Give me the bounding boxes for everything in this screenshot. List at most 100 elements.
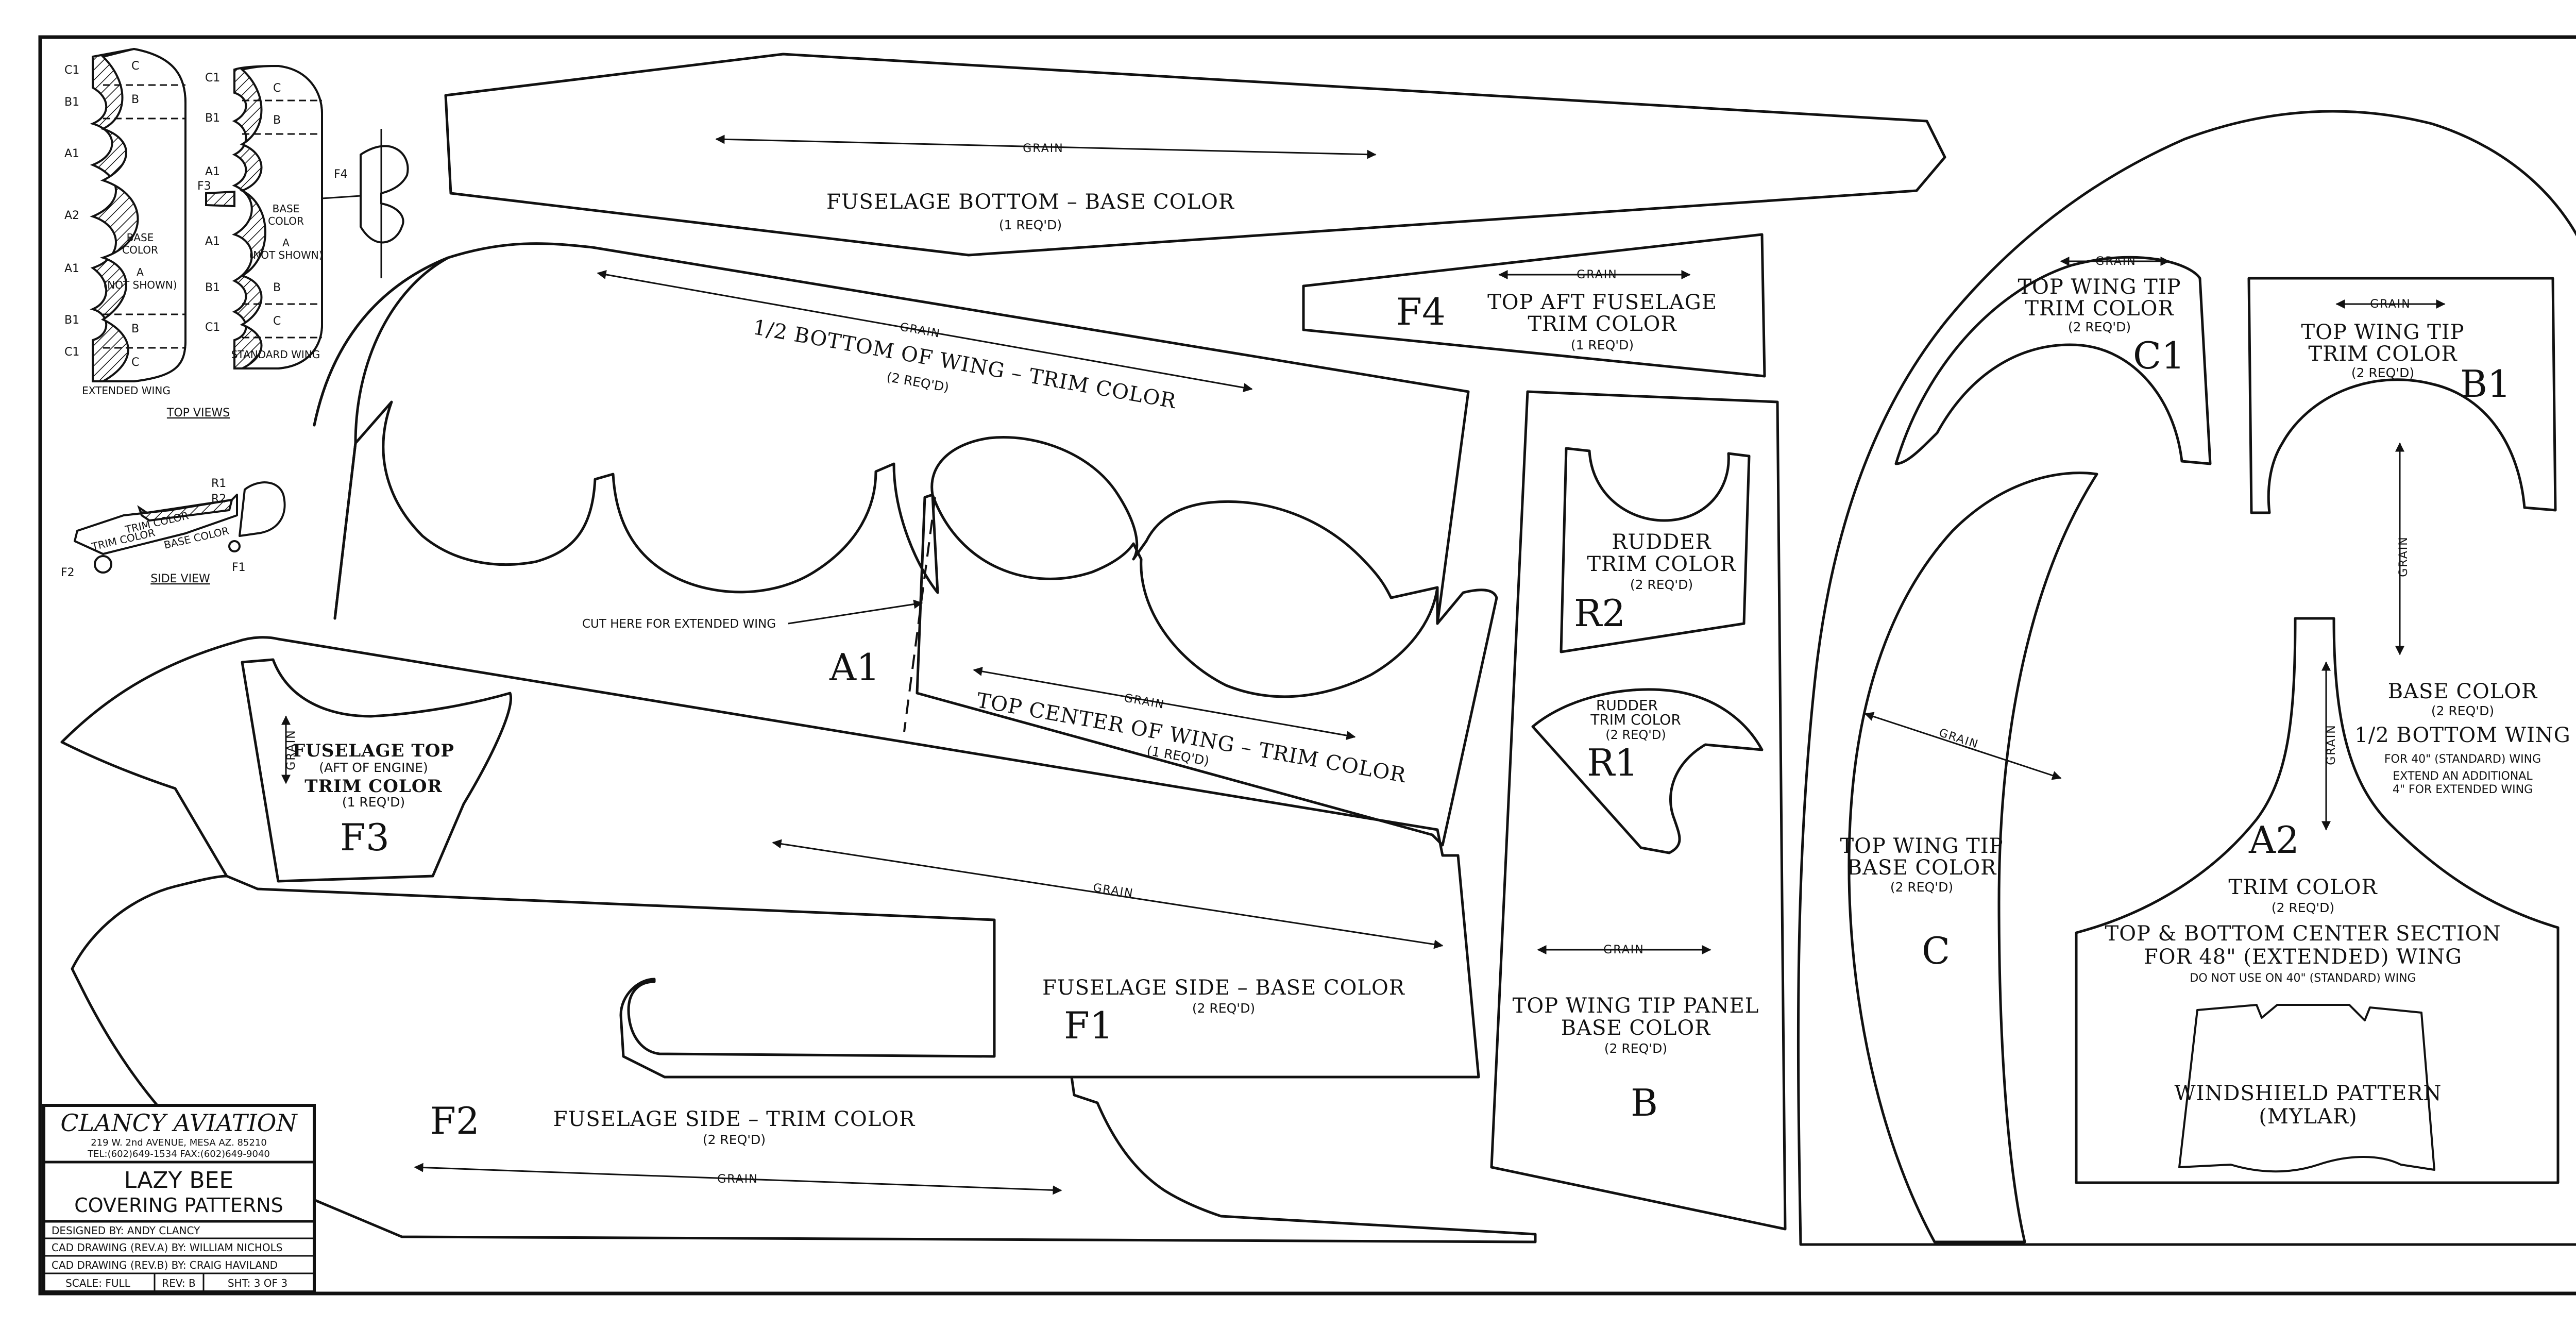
a2-grain-side: GRAIN <box>2397 536 2410 577</box>
std-label-c1-top: C1 <box>205 72 220 85</box>
b1-letter: B1 <box>2460 362 2511 406</box>
tb-company: CLANCY AVIATION <box>60 1109 298 1137</box>
std-inner-c-top: C <box>273 82 281 95</box>
ext-label-c1-top: C1 <box>64 64 79 77</box>
tb-rev: REV: B <box>162 1277 195 1289</box>
side-label-f1: F1 <box>232 561 246 574</box>
a1-grain: GRAIN <box>1123 692 1166 711</box>
a1-cut-note: CUT HERE FOR EXTENDED WING <box>582 617 776 631</box>
b1-outline <box>2247 277 2557 514</box>
std-inner-c-bottom: C <box>273 315 281 328</box>
standard-wing-caption: STANDARD WING <box>231 348 320 361</box>
f3-outline <box>241 658 512 883</box>
f4-grain: GRAIN <box>1577 268 1617 281</box>
half-bottom-wing-req: (2 REQ'D) <box>886 369 951 395</box>
c-letter: C <box>1922 929 1950 972</box>
side-view: TRIM COLOR TRIM COLOR BASE COLOR R1 R2 F… <box>61 477 286 585</box>
std-inner-b-top: B <box>273 114 281 127</box>
half-bottom-wing-grain: GRAIN <box>899 321 942 340</box>
f3-line1: FUSELAGE TOP <box>293 741 454 761</box>
tail-top-view <box>360 145 409 244</box>
f4-line2: TRIM COLOR <box>1528 312 1677 336</box>
f4-letter: F4 <box>1396 290 1446 333</box>
f1-grain: GRAIN <box>1092 881 1134 900</box>
standard-wing-base <box>240 64 323 369</box>
ext-base: BASE <box>127 231 154 244</box>
ext-label-a1-bottom: A1 <box>64 262 79 275</box>
side-view-wheel-tail <box>228 540 241 552</box>
a2-center2: FOR 48" (EXTENDED) WING <box>2144 945 2462 969</box>
tb-project: LAZY BEE <box>124 1167 233 1193</box>
c1-letter: C1 <box>2133 334 2185 377</box>
f2-letter: F2 <box>430 1099 480 1142</box>
tb-address: 219 W. 2nd AVENUE, MESA AZ. 85210 <box>91 1137 267 1148</box>
c1-grain: GRAIN <box>2095 255 2136 268</box>
ext-label-c1-bottom: C1 <box>64 346 79 359</box>
std-label-c1-bottom: C1 <box>205 321 220 334</box>
f3-grain: GRAIN <box>285 729 298 770</box>
b1-line1: TOP WING TIP <box>2301 321 2464 344</box>
top-views-title: TOP VIEWS <box>166 407 230 419</box>
tb-cad-b: CAD DRAWING (REV.B) BY: CRAIG HAVILAND <box>52 1259 278 1271</box>
std-a: A <box>282 237 290 249</box>
tb-subtitle: COVERING PATTERNS <box>74 1194 283 1217</box>
a2-trim-req: (2 REQ'D) <box>2272 900 2334 915</box>
b-line2: BASE COLOR <box>1561 1016 1711 1040</box>
side-label-r2: R2 <box>211 493 226 506</box>
top-view-f3: F3 <box>197 180 211 193</box>
fuselage-bottom-grain: GRAIN <box>1023 142 1063 155</box>
a2-outline <box>2075 617 2560 1184</box>
side-view-tail <box>239 481 286 537</box>
top-views: C1 B1 A1 A2 A1 B1 C1 C B B C BASE COLOR … <box>64 47 409 419</box>
f4-req: (1 REQ'D) <box>1571 338 1634 352</box>
std-inner-b-bottom: B <box>273 281 281 294</box>
extended-wing-caption: EXTENDED WING <box>82 384 171 397</box>
c1-line2: TRIM COLOR <box>2025 297 2174 321</box>
std-label-b1-top: B1 <box>205 112 220 125</box>
f1-req: (2 REQ'D) <box>1192 1001 1255 1016</box>
r1-line1: RUDDER <box>1596 697 1658 714</box>
f3-req: (1 REQ'D) <box>342 795 405 810</box>
ext-label-b1-bottom: B1 <box>64 314 79 327</box>
top-view-fuselage-stub <box>205 190 235 208</box>
f1-f2-outline <box>60 636 1537 1243</box>
r1-letter: R1 <box>1587 741 1638 784</box>
b1-grain: GRAIN <box>2370 298 2411 311</box>
fuselage-bottom-title: FUSELAGE BOTTOM – BASE COLOR <box>826 190 1235 214</box>
ext-inner-b-bottom: B <box>131 323 139 335</box>
ext-label-a2: A2 <box>64 209 79 222</box>
a2-extend1: EXTEND AN ADDITIONAL <box>2393 770 2533 783</box>
side-view-fuselage <box>74 494 238 555</box>
tb-designed: DESIGNED BY: ANDY CLANCY <box>52 1224 200 1237</box>
r2-outline <box>1560 447 1751 653</box>
c-a2-outline <box>1797 110 2576 1246</box>
b-req: (2 REQ'D) <box>1604 1041 1667 1056</box>
c-req: (2 REQ'D) <box>1890 880 1953 895</box>
r1-req: (2 REQ'D) <box>1605 728 1666 742</box>
std-label-a1-top: A1 <box>205 165 220 178</box>
fuselage-bottom-req: (1 REQ'D) <box>999 217 1062 232</box>
f1-letter: F1 <box>1064 1004 1113 1047</box>
c1-req: (2 REQ'D) <box>2068 320 2131 334</box>
std-label-b1-bottom: B1 <box>205 281 220 294</box>
std-not-shown: (NOT SHOWN) <box>249 249 323 261</box>
f2-req: (2 REQ'D) <box>703 1132 766 1147</box>
b-line1: TOP WING TIP PANEL <box>1513 994 1759 1018</box>
tb-sheet: SHT: 3 OF 3 <box>228 1277 287 1289</box>
f4-outline <box>1302 233 1766 378</box>
c-line1: TOP WING TIP <box>1840 834 2003 858</box>
f2-title: FUSELAGE SIDE – TRIM COLOR <box>553 1107 916 1131</box>
b-outline <box>1490 390 1787 1231</box>
ext-inner-c-bottom: C <box>131 356 139 369</box>
b1-line2: TRIM COLOR <box>2308 342 2458 366</box>
tb-cad-a: CAD DRAWING (REV.A) BY: WILLIAM NICHOLS <box>52 1241 283 1254</box>
top-view-f4: F4 <box>334 168 348 181</box>
a2-std-note: FOR 40" (STANDARD) WING <box>2384 753 2541 766</box>
side-view-title: SIDE VIEW <box>150 573 210 585</box>
r2-req: (2 REQ'D) <box>1630 577 1693 592</box>
fuselage-bottom-outline <box>444 53 1946 257</box>
std-color: COLOR <box>268 215 304 227</box>
r2-letter: R2 <box>1574 592 1625 635</box>
r2-line2: TRIM COLOR <box>1587 552 1736 576</box>
